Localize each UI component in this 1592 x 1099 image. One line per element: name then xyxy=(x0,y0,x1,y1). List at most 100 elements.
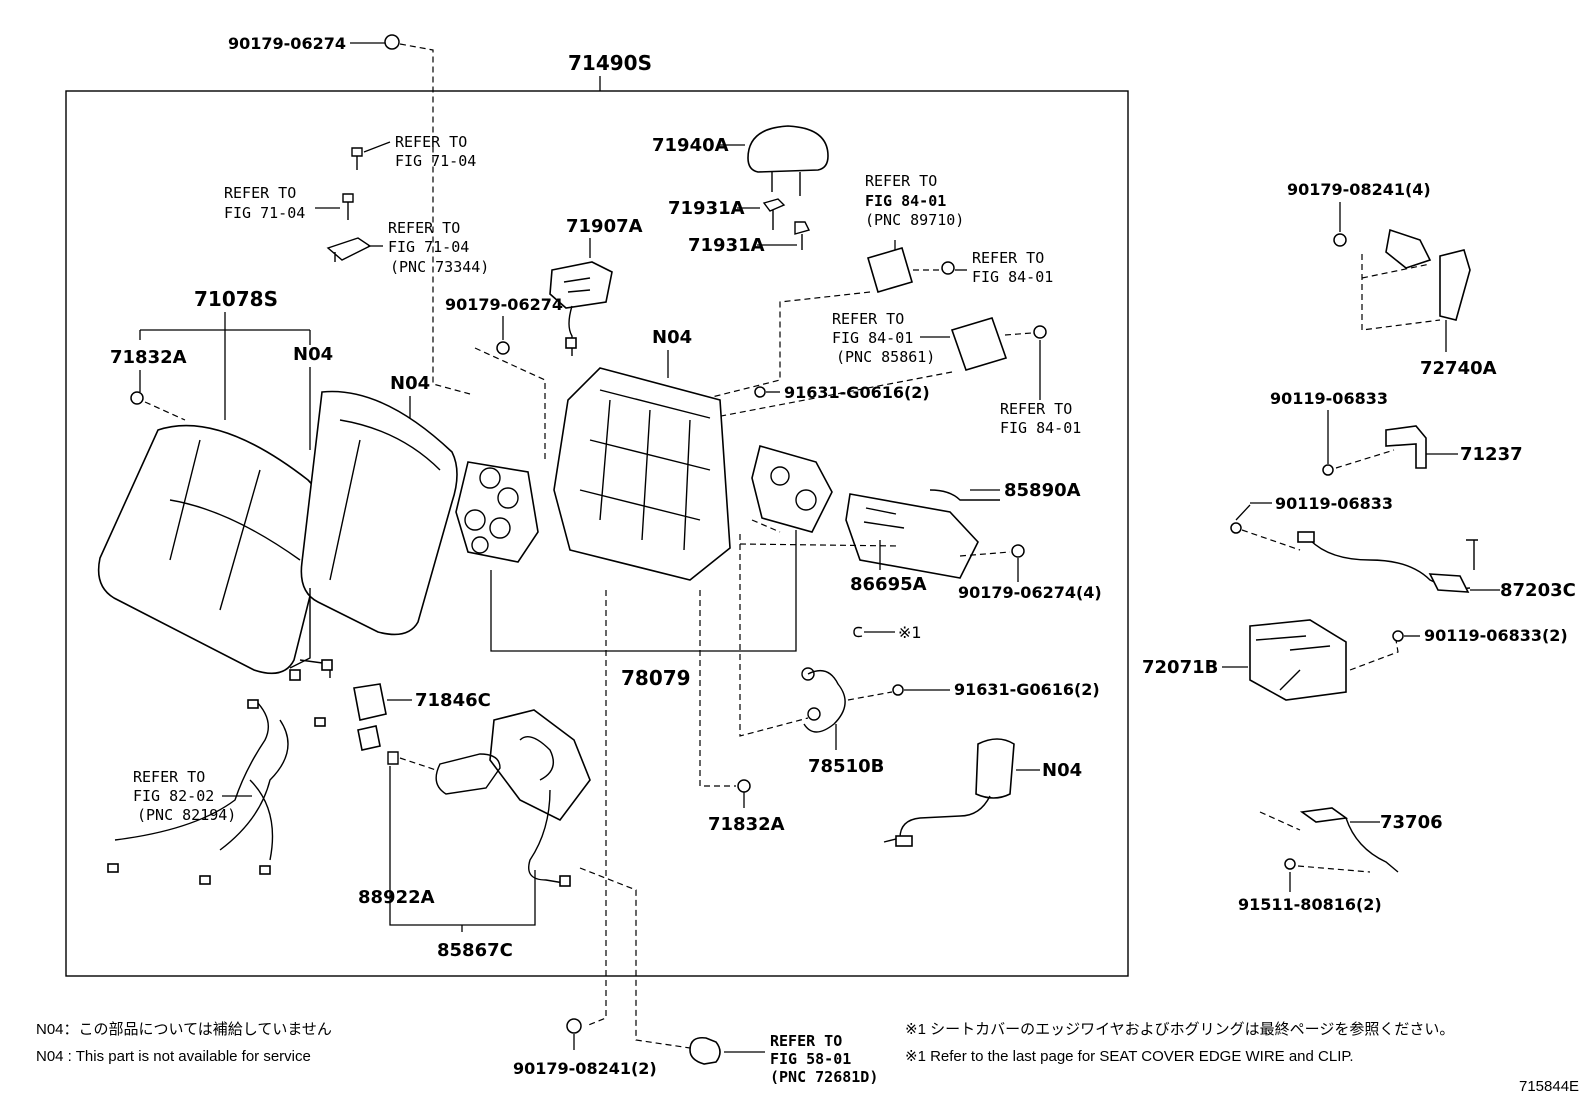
wire-73706-icon xyxy=(1299,807,1349,823)
sensor-module-icon xyxy=(975,738,1015,799)
label-71078S[interactable]: 71078S xyxy=(194,287,278,311)
label-88922A[interactable]: 88922A xyxy=(358,887,435,908)
label-N04-cover[interactable]: N04 xyxy=(293,344,333,365)
refer-84-01-b[interactable]: REFER TO FIG 84-01 xyxy=(972,249,1053,286)
clip-icon xyxy=(737,779,751,793)
refer-71-04-c[interactable]: REFER TO FIG 71-04 (PNC 73344) xyxy=(388,219,489,276)
grommet-icon xyxy=(689,1036,721,1065)
label-87203C[interactable]: 87203C xyxy=(1500,580,1576,601)
label-x1-marker[interactable]: ※1 xyxy=(898,623,922,642)
label-N04-frame[interactable]: N04 xyxy=(652,327,692,348)
svg-text:FIG 84-01: FIG 84-01 xyxy=(832,329,913,347)
label-90119-06833-a[interactable]: 90119-06833 xyxy=(1270,389,1388,408)
svg-text:(PNC 89710): (PNC 89710) xyxy=(865,211,964,229)
switch-bracket-icon xyxy=(845,493,979,579)
bracket-icon xyxy=(326,237,372,262)
label-86695A[interactable]: 86695A xyxy=(850,574,927,595)
label-90179-06274-mid[interactable]: 90179-06274 xyxy=(445,295,563,314)
seatback-pad-icon xyxy=(300,390,458,636)
label-71940A[interactable]: 71940A xyxy=(652,135,729,156)
svg-text:REFER TO: REFER TO xyxy=(972,249,1044,267)
label-N04-pad[interactable]: N04 xyxy=(390,373,430,394)
label-72071B[interactable]: 72071B xyxy=(1142,657,1218,678)
nut-icon xyxy=(1011,544,1025,558)
note-n04-jp: N04：この部品については補給していません xyxy=(36,1021,332,1038)
refer-84-01-d[interactable]: REFER TO FIG 84-01 xyxy=(1000,400,1081,437)
bracket-71237-icon xyxy=(1385,425,1427,469)
adjuster-bracket-icon xyxy=(1385,228,1471,321)
label-71931A-2[interactable]: 71931A xyxy=(688,235,765,256)
nut-icon xyxy=(384,34,400,50)
note-n04-en: N04 : This part is not available for ser… xyxy=(36,1048,311,1065)
nut-icon xyxy=(941,261,955,275)
label-90179-06274-4[interactable]: 90179-06274(4) xyxy=(958,583,1102,602)
seatback-cover-icon xyxy=(97,424,326,675)
label-71907A[interactable]: 71907A xyxy=(566,216,643,237)
refer-84-01-a[interactable]: REFER TO FIG 84-01 (PNC 89710) xyxy=(865,172,964,229)
label-N04-sensor[interactable]: N04 xyxy=(1042,760,1082,781)
label-90119-06833-b[interactable]: 90119-06833 xyxy=(1275,494,1393,513)
label-71832A-bottom[interactable]: 71832A xyxy=(708,814,785,835)
motor-72071B-icon xyxy=(1249,619,1347,701)
label-85890A[interactable]: 85890A xyxy=(1004,480,1081,501)
nut-icon xyxy=(566,1018,582,1034)
label-71490S[interactable]: 71490S xyxy=(568,51,652,75)
nut-icon xyxy=(1333,233,1347,247)
nut-icon xyxy=(1033,325,1047,339)
svg-text:REFER TO: REFER TO xyxy=(865,172,937,190)
label-71832A-left[interactable]: 71832A xyxy=(110,347,187,368)
label-71931A-1[interactable]: 71931A xyxy=(668,198,745,219)
module-icon xyxy=(867,247,913,293)
headrest-support-icon xyxy=(762,198,786,230)
label-90119-06833-2[interactable]: 90119-06833(2) xyxy=(1424,626,1568,645)
refer-82-02[interactable]: REFER TO FIG 82-02 (PNC 82194) xyxy=(133,768,236,824)
bolt-icon xyxy=(351,147,363,170)
label-90179-08241-4[interactable]: 90179-08241(4) xyxy=(1287,180,1431,199)
refer-58-01[interactable]: REFER TO FIG 58-01 (PNC 72681D) xyxy=(770,1032,878,1086)
label-71846C[interactable]: 71846C xyxy=(415,690,491,711)
clip-icon xyxy=(387,751,399,765)
svg-text:REFER TO: REFER TO xyxy=(224,184,296,202)
figure-id: 715844E xyxy=(1519,1078,1579,1095)
refer-71-04-a[interactable]: REFER TO FIG 71-04 xyxy=(395,133,476,170)
label-91631-G0616-b[interactable]: 91631-G0616(2) xyxy=(954,680,1100,699)
label-90179-06274-top[interactable]: 90179-06274 xyxy=(228,34,346,53)
svg-text:REFER TO: REFER TO xyxy=(770,1032,842,1050)
bolt-head-icon xyxy=(1322,464,1334,476)
note-x1-jp: ※1 シートカバーのエッジワイヤおよびホグリングは最終ページを参照ください。 xyxy=(905,1021,1454,1038)
svg-text:REFER TO: REFER TO xyxy=(133,768,205,786)
label-71237[interactable]: 71237 xyxy=(1460,444,1523,465)
svg-text:FIG 84-01: FIG 84-01 xyxy=(1000,419,1081,437)
label-73706[interactable]: 73706 xyxy=(1380,812,1443,833)
label-85867C[interactable]: 85867C xyxy=(437,940,513,961)
label-90179-08241-2[interactable]: 90179-08241(2) xyxy=(513,1059,657,1078)
refer-84-01-c[interactable]: REFER TO FIG 84-01 (PNC 85861) xyxy=(832,310,935,366)
bolt-head-icon xyxy=(1284,858,1296,870)
bolt-head-icon xyxy=(754,386,766,398)
label-91511-80816[interactable]: 91511-80816(2) xyxy=(1238,895,1382,914)
svg-text:REFER TO: REFER TO xyxy=(395,133,467,151)
nut-icon xyxy=(496,341,510,355)
svg-text:FIG 58-01: FIG 58-01 xyxy=(770,1050,851,1068)
svg-text:FIG 71-04: FIG 71-04 xyxy=(224,204,305,222)
assembly-frame xyxy=(65,90,1129,977)
svg-text:FIG 84-01: FIG 84-01 xyxy=(972,268,1053,286)
headrest-icon xyxy=(747,125,829,173)
refer-71-04-b[interactable]: REFER TO FIG 71-04 xyxy=(224,184,305,222)
svg-text:REFER TO: REFER TO xyxy=(1000,400,1072,418)
svg-text:REFER TO: REFER TO xyxy=(388,219,460,237)
svg-text:FIG 84-01: FIG 84-01 xyxy=(865,192,946,210)
bladder-assembly-right-icon xyxy=(751,445,833,533)
knob-icon xyxy=(353,683,387,721)
label-91631-G0616-a[interactable]: 91631-G0616(2) xyxy=(784,383,930,402)
svg-text:FIG 82-02: FIG 82-02 xyxy=(133,787,214,805)
svg-text:REFER TO: REFER TO xyxy=(832,310,904,328)
clip-icon xyxy=(130,391,144,405)
label-72740A[interactable]: 72740A xyxy=(1420,358,1497,379)
bolt-head-icon xyxy=(892,684,904,696)
label-78510B[interactable]: 78510B xyxy=(808,756,884,777)
bolt-head-icon xyxy=(1392,630,1404,642)
label-78079[interactable]: 78079 xyxy=(621,666,691,690)
note-x1-en: ※1 Refer to the last page for SEAT COVER… xyxy=(905,1048,1354,1065)
